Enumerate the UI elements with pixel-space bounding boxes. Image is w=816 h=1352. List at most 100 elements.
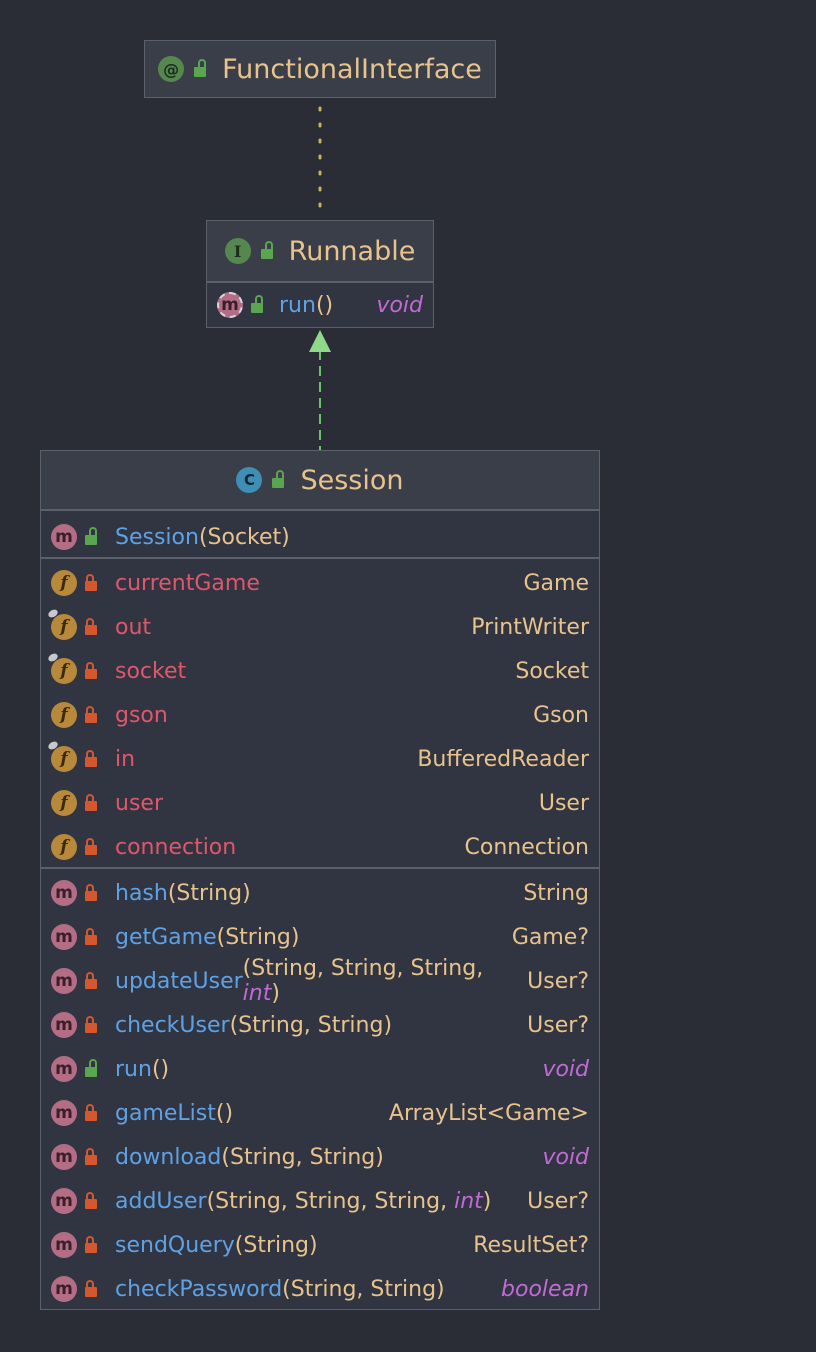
interface-icon: I [224, 238, 251, 264]
field-row[interactable]: f in BufferedReader [41, 737, 599, 781]
session-node[interactable]: C Session m Session (Socket) f currentGa… [40, 450, 600, 1310]
method-name: hash [115, 880, 168, 906]
method-return-type: ArrayList<Game> [388, 1100, 589, 1126]
method-row[interactable]: m download (String, String) void [41, 1135, 599, 1179]
method-return-type: void [376, 292, 423, 318]
public-lock-icon [194, 59, 208, 78]
session-header: C Session [41, 451, 599, 511]
method-params: (String, String) [282, 1276, 445, 1302]
method-row[interactable]: m sendQuery (String) ResultSet? [41, 1223, 599, 1267]
method-icon: m [51, 1188, 77, 1214]
method-row[interactable]: m checkUser (String, String) User? [41, 1003, 599, 1047]
separator [41, 557, 599, 559]
constructor-name: Session [115, 524, 199, 550]
method-row[interactable]: m getGame (String) Game? [41, 915, 599, 959]
private-lock-icon [85, 928, 99, 946]
private-lock-icon [85, 972, 99, 990]
method-name: download [115, 1144, 222, 1170]
method-name: addUser [115, 1188, 207, 1214]
public-lock-icon [272, 470, 286, 489]
method-icon: m [51, 924, 77, 950]
public-lock-icon [85, 527, 99, 546]
method-params: (String) [167, 880, 251, 906]
private-lock-icon [85, 884, 99, 902]
method-icon: m [51, 1232, 77, 1258]
runnable-title: Runnable [288, 235, 416, 267]
method-row[interactable]: m run () void [41, 1047, 599, 1091]
method-params: (String, String) [221, 1144, 384, 1170]
private-lock-icon [85, 1104, 99, 1122]
functional-interface-header: @ FunctionalInterface [145, 41, 495, 97]
method-row[interactable]: m addUser (String, String, String, int) … [41, 1179, 599, 1223]
private-lock-icon [85, 838, 99, 856]
session-constructor[interactable]: m Session (Socket) [41, 515, 599, 559]
method-params: (String, String, String, int) [206, 1188, 492, 1214]
method-params: (String) [216, 924, 300, 950]
private-lock-icon [85, 750, 99, 768]
field-row[interactable]: f gson Gson [41, 693, 599, 737]
field-type: BufferedReader [417, 746, 589, 772]
method-name: gameList [115, 1100, 216, 1126]
private-lock-icon [85, 1148, 99, 1166]
method-return-type: void [542, 1056, 589, 1082]
field-name: connection [115, 834, 237, 860]
method-return-type: User? [527, 1012, 589, 1038]
method-return-type: User? [527, 968, 589, 994]
final-field-icon: f [46, 651, 77, 684]
class-icon: C [236, 467, 263, 493]
method-name: getGame [115, 924, 217, 950]
method-params: (String) [234, 1232, 318, 1258]
field-name: in [115, 746, 136, 772]
method-icon: m [51, 1100, 77, 1126]
functional-interface-title: FunctionalInterface [222, 53, 482, 85]
method-params: (String, String, String, int) [242, 956, 484, 1006]
method-row[interactable]: m hash (String) String [41, 871, 599, 915]
method-params: () [151, 1056, 170, 1082]
annotation-icon: @ [158, 56, 185, 82]
field-icon: f [51, 834, 77, 860]
method-row[interactable]: m gameList () ArrayList<Game> [41, 1091, 599, 1135]
session-title: Session [300, 464, 404, 496]
pin-icon [46, 651, 60, 664]
method-return-type: Game? [511, 924, 589, 950]
method-name: sendQuery [115, 1232, 235, 1258]
method-return-type: User? [527, 1188, 589, 1214]
pin-icon [46, 739, 60, 752]
method-row[interactable]: m updateUser (String, String, String, in… [41, 956, 599, 1006]
method-icon: m [51, 1276, 77, 1302]
field-row[interactable]: f out PrintWriter [41, 605, 599, 649]
public-lock-icon [251, 295, 265, 314]
private-lock-icon [85, 1192, 99, 1210]
runnable-node[interactable]: I Runnable m run () void [206, 220, 434, 328]
constructor-params: (Socket) [198, 524, 290, 550]
field-row[interactable]: f currentGame Game [41, 561, 599, 605]
method-name: checkPassword [115, 1276, 283, 1302]
method-params: () [215, 1100, 234, 1126]
private-lock-icon [85, 574, 99, 592]
field-type: Gson [533, 702, 589, 728]
field-name: socket [115, 658, 187, 684]
method-row[interactable]: m checkPassword (String, String) boolean [41, 1267, 599, 1311]
method-icon: m [51, 1144, 77, 1170]
method-return-type: boolean [501, 1276, 589, 1302]
method-icon: m [51, 1012, 77, 1038]
private-lock-icon [85, 706, 99, 724]
separator [41, 867, 599, 869]
final-field-icon: f [46, 739, 77, 772]
runnable-method-run[interactable]: m run () void [207, 283, 433, 327]
private-lock-icon [85, 1280, 99, 1298]
public-lock-icon [85, 1059, 99, 1078]
method-name: updateUser [115, 968, 243, 994]
method-params: () [315, 292, 334, 318]
field-name: user [115, 790, 163, 816]
method-icon: m [51, 968, 77, 994]
private-lock-icon [85, 618, 99, 636]
field-row[interactable]: f socket Socket [41, 649, 599, 693]
runnable-header: I Runnable [207, 221, 433, 283]
field-row[interactable]: f connection Connection [41, 825, 599, 869]
method-icon: m [51, 1056, 77, 1082]
final-field-icon: f [46, 607, 77, 640]
field-row[interactable]: f user User [41, 781, 599, 825]
functional-interface-node[interactable]: @ FunctionalInterface [144, 40, 496, 98]
field-name: currentGame [115, 570, 260, 596]
